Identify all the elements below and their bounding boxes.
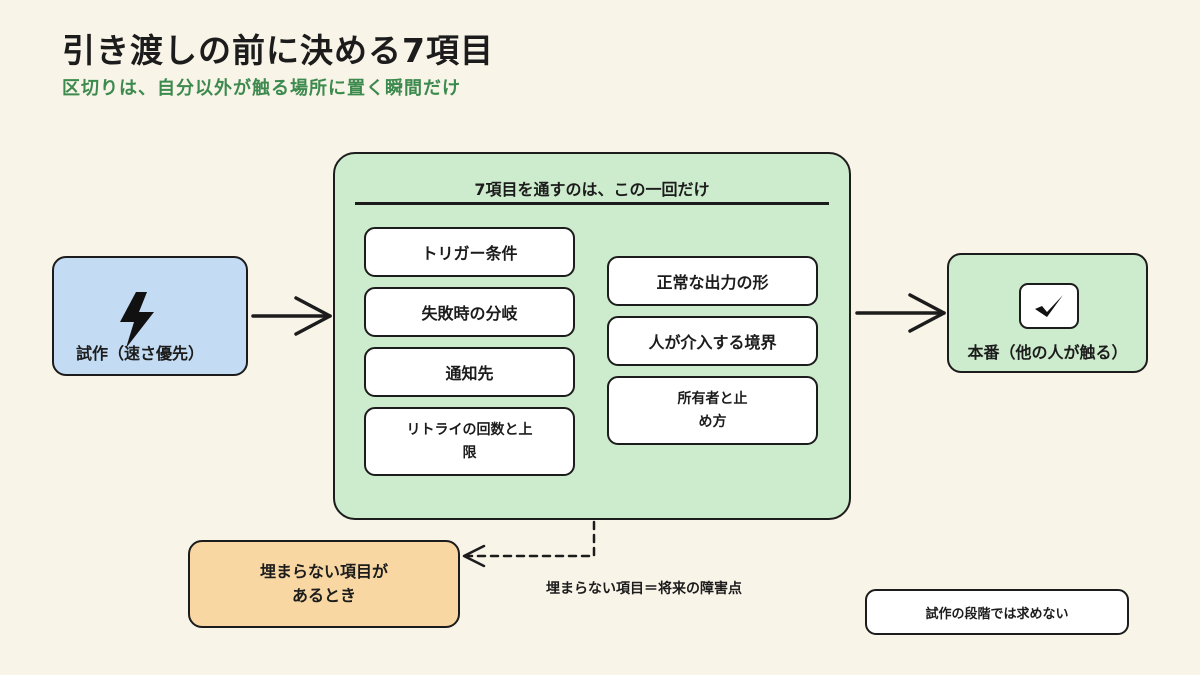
panel-divider [355,202,829,205]
production-label: 本番（他の人が触る） [967,343,1128,362]
dashed-branch-arrowhead [462,544,486,568]
page-title: 引き渡しの前に決める7項目 [62,31,494,70]
item-failure-branch: 失敗時の分岐 [364,287,575,337]
lightning-bolt-icon [120,292,154,348]
prototype-note-box: 試作の段階では求めない [865,589,1129,635]
panel-title: 7項目を通すのは、この一回だけ [474,180,710,199]
branch-note-label: 埋まらない項目＝将来の障害点 [546,581,742,597]
production-node: 本番（他の人が触る） [947,253,1148,373]
checkmark-icon [1019,283,1079,329]
unfilled-items-line1: 埋まらない項目が [259,562,388,581]
item-retry-count-limit: リトライの回数と上限 [364,407,575,476]
item-human-intervention-boundary: 人が介入する境界 [607,316,818,366]
item-normal-output-shape: 正常な出力の形 [607,256,818,306]
arrow-center-to-right-head [908,293,946,333]
item-trigger-condition: トリガー条件 [364,227,575,277]
page-subtitle: 区切りは、自分以外が触る場所に置く瞬間だけ [62,78,461,99]
prototype-label: 試作（速さ優先） [76,344,205,363]
item-owner-and-stop-method: 所有者と止め方 [607,376,818,445]
unfilled-items-node: 埋まらない項目が あるとき [188,540,460,628]
unfilled-items-line2: あるとき [291,586,356,605]
item-notification-target: 通知先 [364,347,575,397]
arrow-left-to-center-head [294,296,332,336]
dashed-branch-connector [466,520,596,558]
prototype-note-text: 試作の段階では求めない [925,606,1069,622]
prototype-node: 試作（速さ優先） [52,256,248,376]
